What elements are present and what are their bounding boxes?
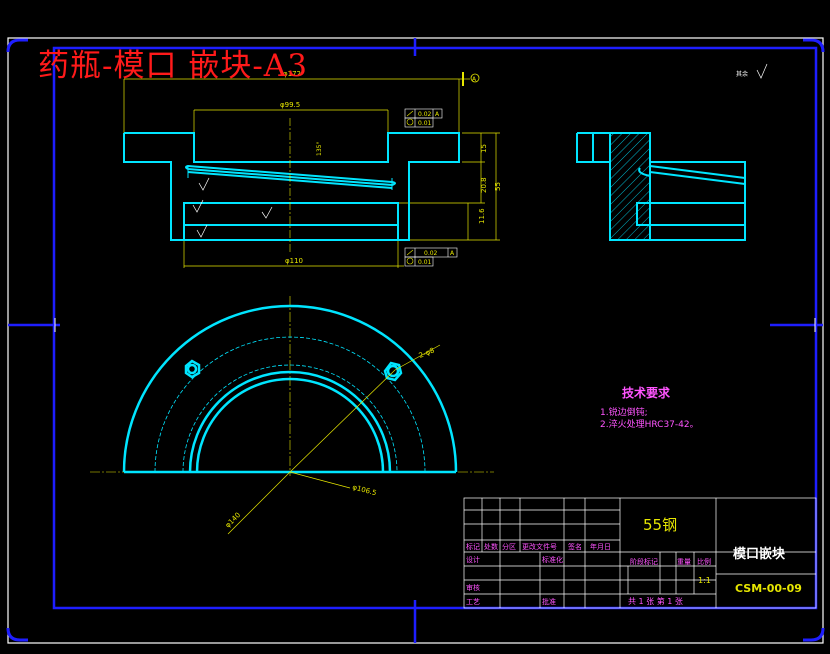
tol-bot-2: 0.01 <box>418 259 432 266</box>
tb-standard: 标准化 <box>542 556 563 564</box>
tech-item-2: 2.淬火处理HRC37-42。 <box>600 420 699 430</box>
tol-top-datum: A <box>435 111 440 118</box>
dim-a135: 135° <box>316 142 323 156</box>
centring-marks <box>8 38 823 643</box>
inner-frame <box>52 46 818 610</box>
corner-markers <box>6 38 825 642</box>
tol-top-1: 0.02 <box>418 111 432 118</box>
tol-bot-datum: A <box>450 250 455 257</box>
tb-sheets: 共 1 张 第 1 张 <box>628 597 683 606</box>
title-block <box>463 497 817 609</box>
tb-row-label-5: 签名 <box>568 543 582 551</box>
tb-weight: 重量 <box>677 558 691 566</box>
dim-h116: 11.6 <box>478 208 486 224</box>
tb-stage-mark: 阶段标记 <box>630 558 658 566</box>
dim-d995: φ99.5 <box>280 101 300 109</box>
dim-h20: 20.8 <box>480 177 488 193</box>
tb-process: 工艺 <box>466 598 480 606</box>
tb-scale: 1:1 <box>698 576 711 585</box>
tb-row-label-4: 更改文件号 <box>522 543 557 551</box>
tb-row-label-3: 分区 <box>502 543 516 551</box>
tb-row-label-1: 标记 <box>466 543 480 551</box>
tb-drawing-no: CSM-00-09 <box>735 582 802 595</box>
tech-item-1: 1.锐边倒钝; <box>600 408 648 418</box>
svg-text:A: A <box>472 76 477 83</box>
tb-review: 审核 <box>466 584 480 592</box>
plan-view: 2-φ8 φ106.5 φ140 <box>90 296 494 535</box>
front-section-view: A φ172 φ99.5 φ110 135° 15 20.8 55 11.6 <box>123 63 768 268</box>
dim-d110: φ110 <box>285 257 303 265</box>
drawing-title: 药瓶-模口 嵌块-A3 <box>38 48 308 84</box>
tick-marks <box>54 318 816 332</box>
tol-top-2: 0.01 <box>418 120 432 127</box>
tb-approve: 批准 <box>542 598 556 606</box>
roughness-label: 其余 <box>736 70 748 78</box>
tb-row-label-2: 处数 <box>484 543 498 551</box>
dim-d1065: φ106.5 <box>351 483 377 497</box>
dim-2phi8: 2-φ8 <box>418 346 436 359</box>
tech-heading: 技术要求 <box>622 386 671 400</box>
tb-design: 设计 <box>466 556 480 564</box>
tb-scale-label: 比例 <box>697 558 711 566</box>
tb-row-label-6: 年月日 <box>590 543 611 551</box>
side-view <box>576 132 746 241</box>
tb-part-name: 模口嵌块 <box>733 547 786 562</box>
tb-material: 55钢 <box>643 516 678 534</box>
dim-h55: 55 <box>494 182 502 191</box>
dim-h15: 15 <box>480 144 488 153</box>
tech-requirements: 技术要求 1.锐边倒钝; 2.淬火处理HRC37-42。 <box>600 384 699 431</box>
dim-d140: φ140 <box>224 511 242 529</box>
tol-bot-1: 0.02 <box>424 250 438 257</box>
dim-d172: φ172 <box>283 70 301 78</box>
